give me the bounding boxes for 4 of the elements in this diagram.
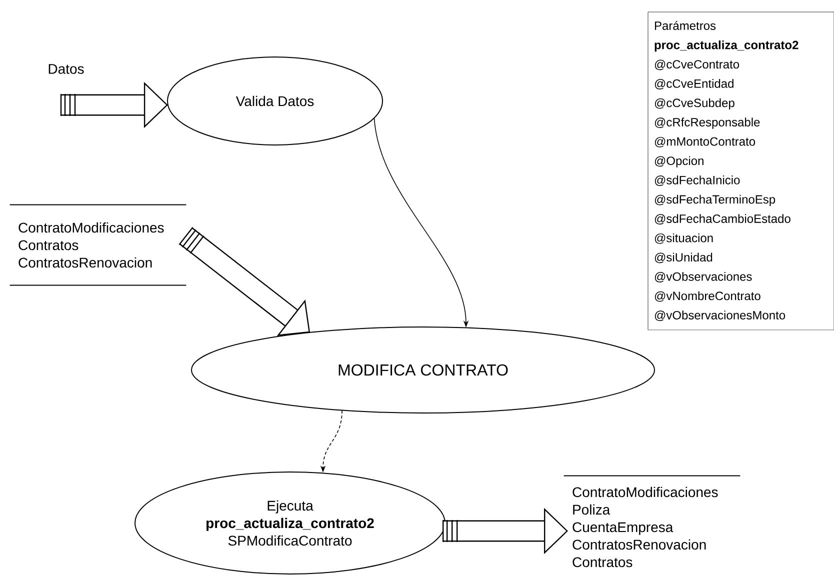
- edge-label: Datos: [48, 64, 84, 74]
- data-store: ContratoModificaciones Contratos ContratosRenovacion: [9, 204, 187, 286]
- data-store: ContratoModificaciones Poliza CuentaEmpresa ContratosRenovacion Contratos: [563, 475, 741, 568]
- parameter-box: Parámetros proc_actualiza_contrato2 @cCveContrato @cCveEntidad @cCveSubdep @cRfcResponsable @mMontoContrato @Opcion @sdFechaInicio @sdFechaTerminoEsp @sdFechaCambioEstado @situacion @siUnidad @vObservaciones @vNombreContrato @vObservacionesMonto: [648, 12, 834, 330]
